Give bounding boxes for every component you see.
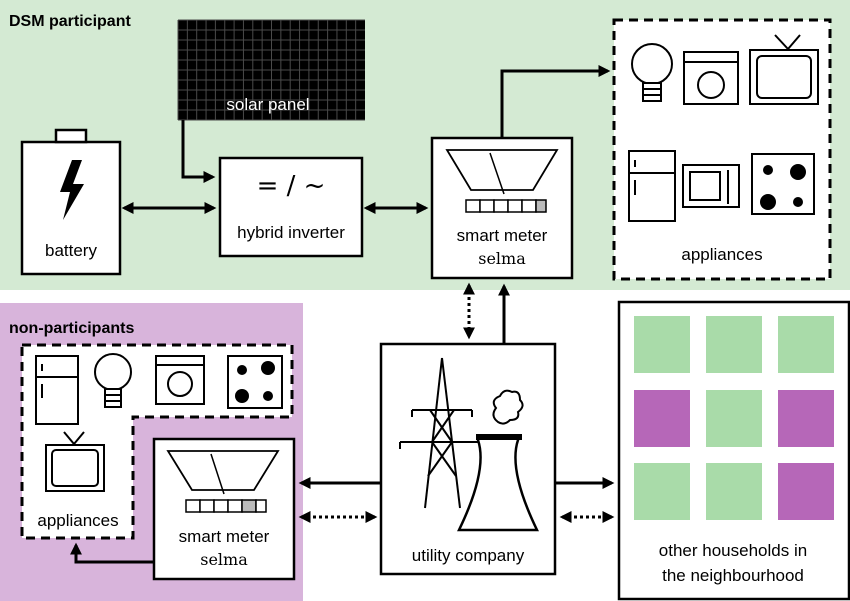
fridge-icon	[35, 355, 79, 425]
meter-to-appliances-arrow	[500, 65, 611, 138]
meter-gauge-icon	[445, 149, 559, 213]
light-bulb-icon	[631, 43, 673, 102]
non-participants-title: non-participants	[9, 320, 134, 337]
battery-label: battery	[45, 241, 97, 260]
neighbourhood-label-line1: other households in	[659, 541, 807, 560]
smart-meter-dsm: smart meter selma	[430, 136, 574, 280]
light-bulb-icon	[94, 353, 132, 408]
utility-company: utility company	[379, 342, 557, 576]
steam-icon	[492, 389, 524, 425]
connectors	[70, 65, 615, 564]
dsm-participant-household	[634, 316, 690, 373]
selma-label: selma	[478, 249, 526, 268]
fridge-icon	[628, 150, 676, 222]
battery: battery	[20, 128, 122, 276]
washing-machine-icon	[683, 51, 739, 105]
dsm-participant-household	[634, 463, 690, 520]
lightning-icon	[60, 160, 84, 220]
appliances-dsm: appliances	[612, 18, 832, 281]
power-tower-icon	[399, 357, 485, 509]
utility-company-label: utility company	[412, 546, 525, 565]
hybrid-inverter: = / ~ hybrid inverter	[218, 156, 364, 258]
smart-meter-non: smart meter selma	[152, 437, 296, 581]
meter-to-appliances-non-arrow	[70, 542, 154, 564]
solar-panel: solar panel	[177, 19, 365, 121]
dsm-participant-household	[778, 316, 834, 373]
non-participant-household	[778, 463, 834, 520]
neighbourhood-label-line2: the neighbourhood	[662, 566, 804, 585]
dsm-participant-title: DSM participant	[9, 13, 131, 30]
dsm-participant-household	[706, 316, 762, 373]
appliances-label: appliances	[681, 245, 762, 264]
cooling-tower-icon	[457, 389, 539, 532]
solar-to-inverter-arrow	[181, 120, 216, 183]
solar-panel-label: solar panel	[226, 95, 309, 114]
smart-meter-label: smart meter	[457, 226, 548, 245]
dsm-participant-household	[706, 463, 762, 520]
stove-icon	[751, 153, 815, 215]
tv-icon	[749, 34, 819, 105]
meter-gauge-icon	[166, 450, 280, 513]
appliances-non: appliances	[20, 343, 294, 540]
hybrid-inverter-label: hybrid inverter	[237, 223, 345, 242]
non-participant-household	[778, 390, 834, 447]
washing-machine-icon	[155, 355, 205, 405]
non-participant-household	[634, 390, 690, 447]
inverter-symbol: = / ~	[257, 171, 326, 201]
selma-label: selma	[200, 550, 248, 569]
stove-icon	[227, 355, 283, 409]
appliances-label: appliances	[37, 511, 118, 530]
smart-meter-label: smart meter	[179, 527, 270, 546]
tv-icon	[45, 431, 105, 492]
dsm-participant-household	[706, 390, 762, 447]
neighbourhood: other households in the neighbourhood	[617, 300, 850, 601]
microwave-icon	[682, 164, 740, 208]
